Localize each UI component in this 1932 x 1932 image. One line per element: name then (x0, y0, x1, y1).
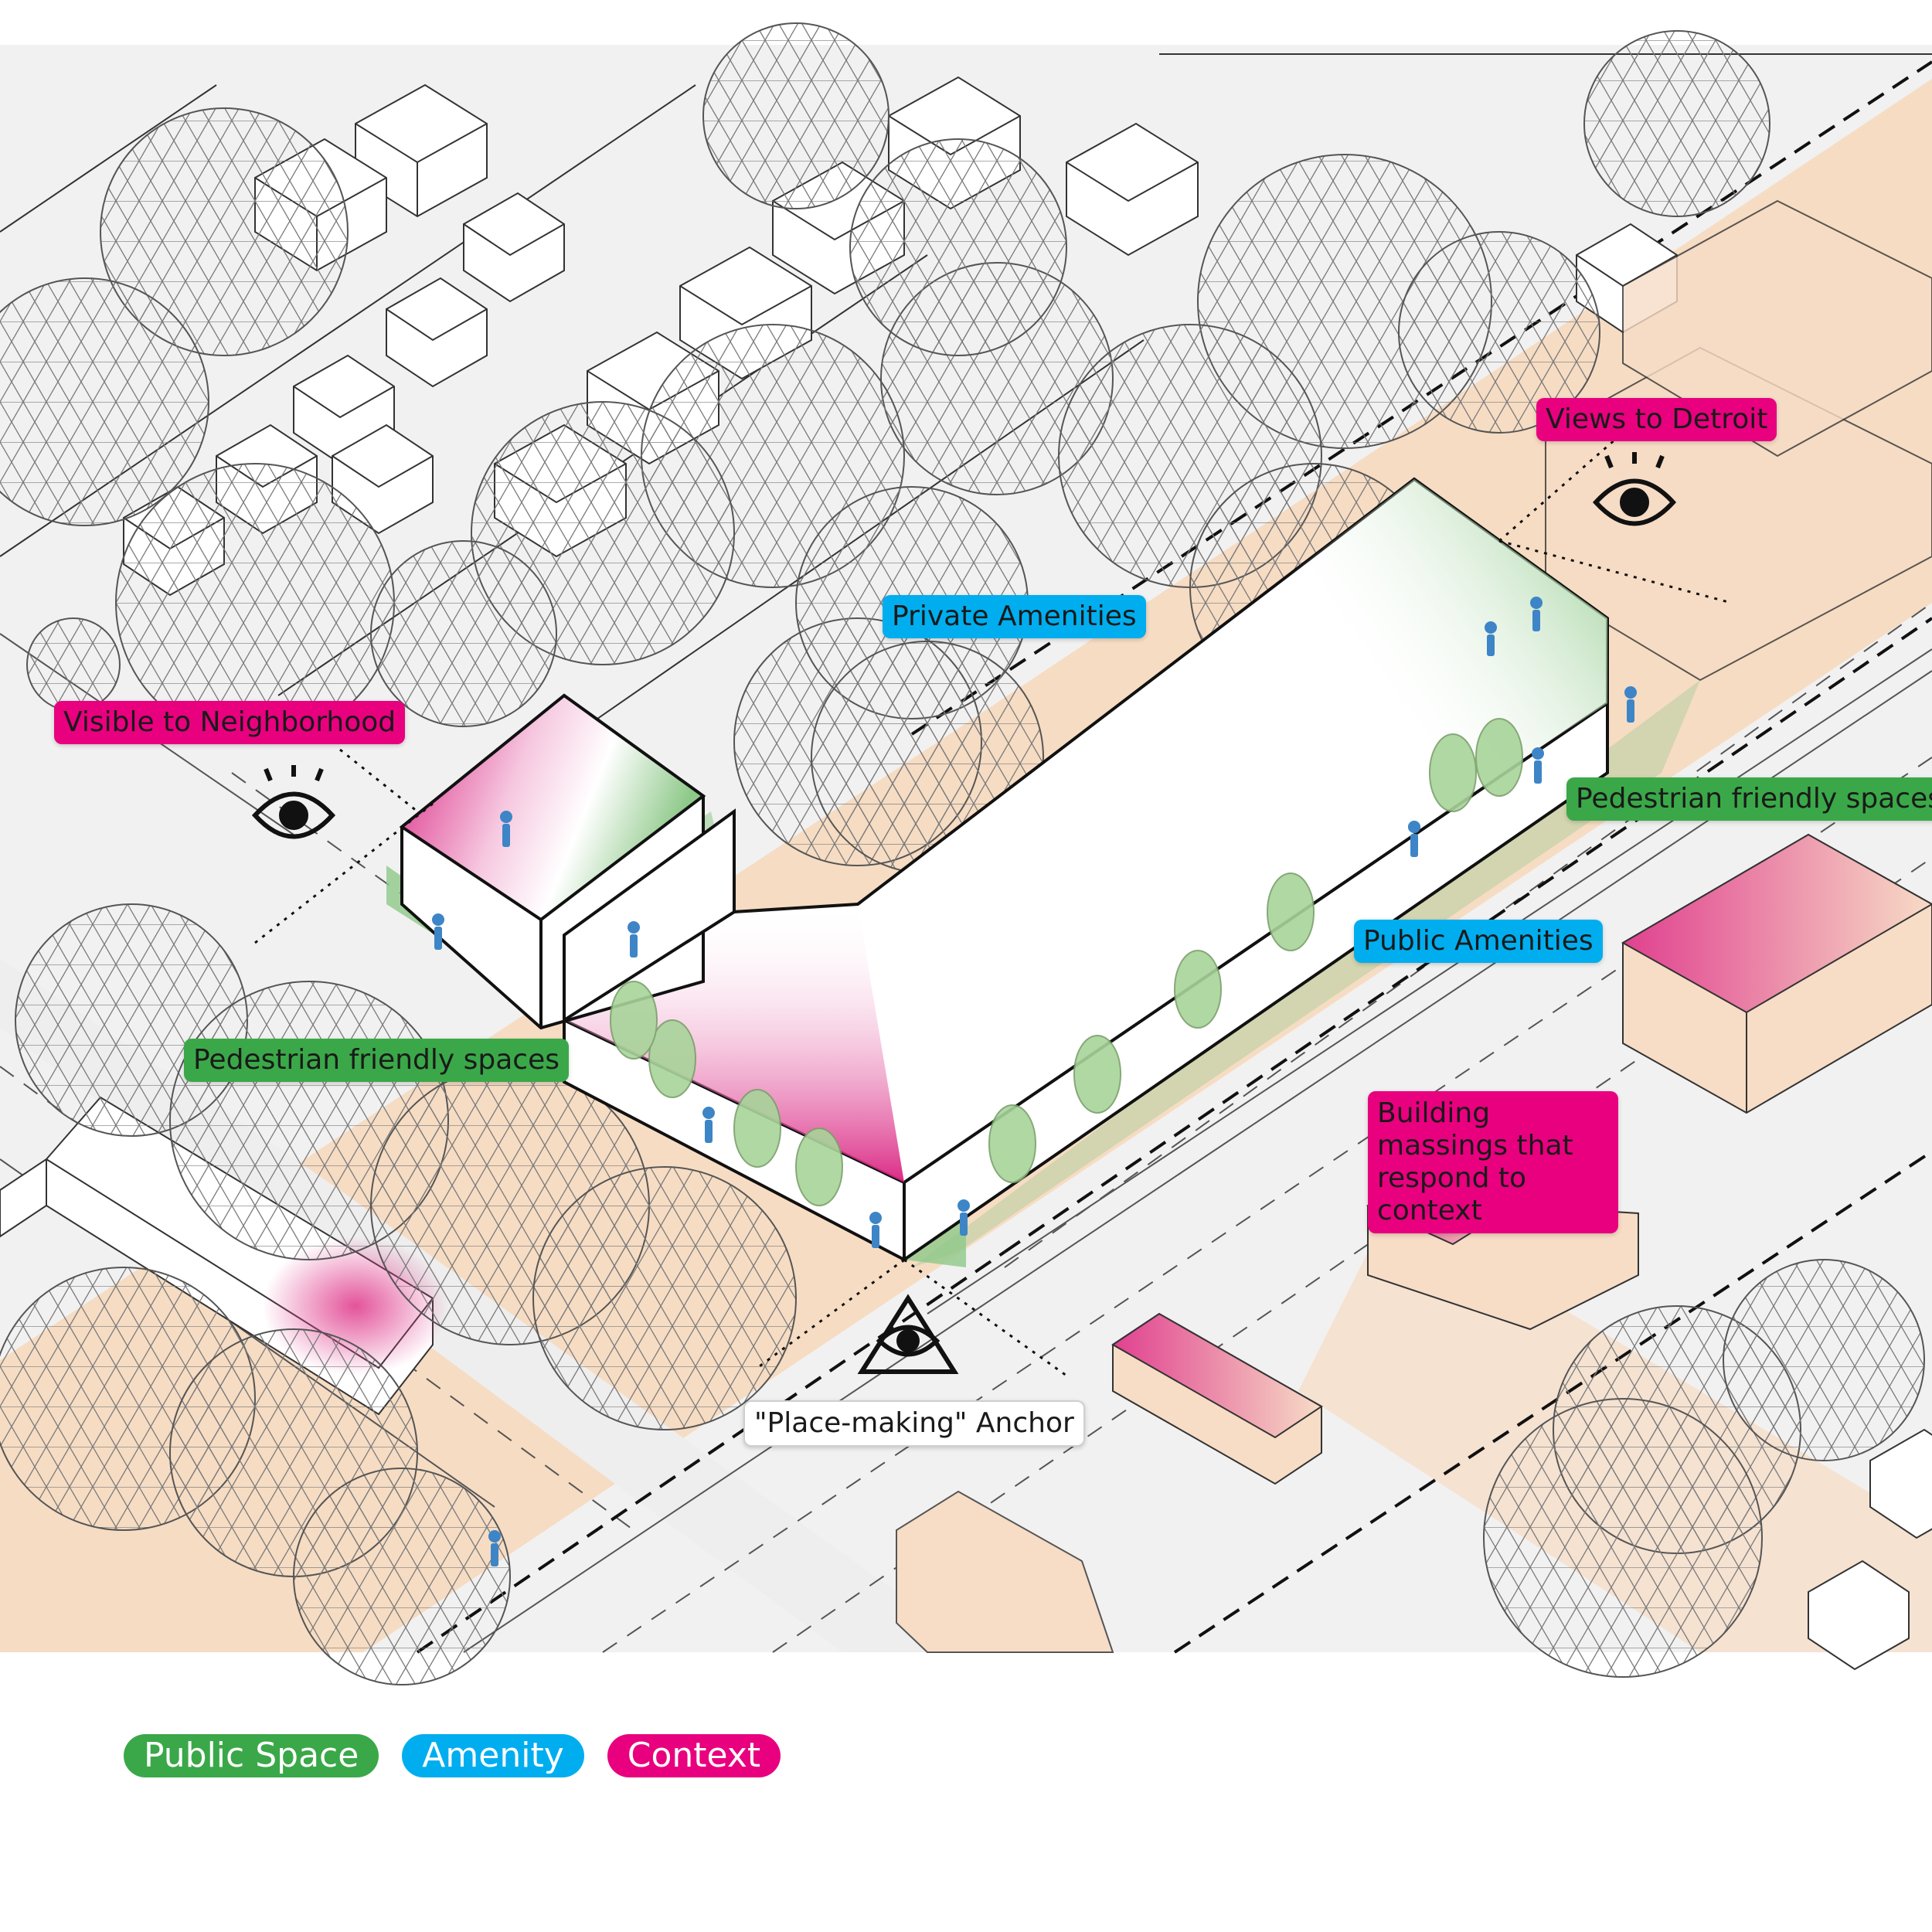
label-public-amenities: Public Amenities (1354, 920, 1603, 963)
eye-icon-detroit (1592, 452, 1677, 526)
legend-public-space: Public Space (124, 1734, 379, 1777)
label-visible-to-neighborhood: Visible to Neighborhood (54, 701, 406, 744)
label-placemaking-anchor: "Place-making" Anchor (743, 1400, 1085, 1447)
street-trees (610, 718, 1523, 1206)
label-views-to-detroit: Views to Detroit (1536, 398, 1777, 441)
all-seeing-eye-icon (857, 1294, 959, 1374)
eye-icon-neighborhood (251, 765, 336, 839)
parking-lot (896, 1490, 1114, 1653)
legend-amenity: Amenity (402, 1734, 584, 1777)
proposed-building (386, 477, 1700, 1267)
label-building-massings: Building massings that respond to contex… (1368, 1091, 1618, 1233)
people (432, 597, 1637, 1566)
sightlines (254, 431, 1732, 1377)
label-pedestrian-friendly-right: Pedestrian friendly spaces (1566, 777, 1932, 821)
label-pedestrian-friendly-left: Pedestrian friendly spaces (184, 1039, 569, 1082)
label-private-amenities: Private Amenities (883, 595, 1146, 638)
legend: Public Space Amenity Context (124, 1734, 781, 1777)
legend-context: Context (607, 1734, 781, 1777)
